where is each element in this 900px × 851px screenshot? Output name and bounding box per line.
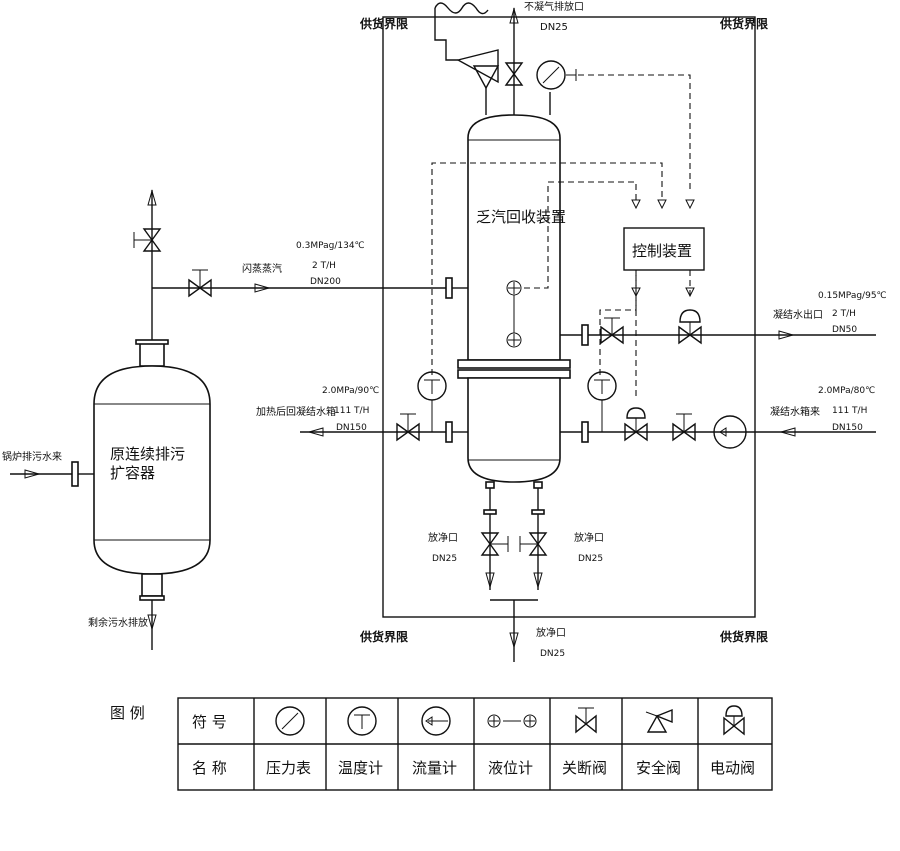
condensate-outlet-line <box>560 324 876 346</box>
drain-valve-stems <box>490 536 538 552</box>
recovery-unit-label: 乏汽回收装置 <box>476 208 566 226</box>
top-vent-line <box>485 8 551 115</box>
condensate-outlet-name: 凝结水出口 <box>773 308 823 321</box>
safety-valve-icon <box>645 708 673 733</box>
old-flash-tank <box>93 190 211 650</box>
residual-drain-label: 剩余污水排放 <box>88 616 148 629</box>
legend-name-safety: 安全阀 <box>636 759 681 777</box>
flash-steam-size: DN200 <box>310 277 341 287</box>
boundary-label-bottom-left: 供货界限 <box>359 629 408 644</box>
controller-box <box>623 227 705 271</box>
thermometer-icon <box>417 371 447 432</box>
boundary-label-top-left: 供货界限 <box>359 16 408 31</box>
hot-return-valve-stem <box>400 413 416 432</box>
condensate-inlet-name: 凝结水箱来 <box>770 405 820 418</box>
drain-left-size: DN25 <box>432 554 457 564</box>
control-signal-gauge <box>578 74 691 190</box>
old-tank-top-valve-stem <box>133 232 152 248</box>
condensate-outlet-size: DN50 <box>832 325 857 335</box>
legend-name-temperature: 温度计 <box>338 759 383 777</box>
condensate-outlet-flow: 2 T/H <box>832 309 856 319</box>
flow-meter-icon <box>713 415 747 449</box>
pressure-gauge-icon <box>275 706 305 736</box>
electric-valve-icon <box>723 705 745 736</box>
signal-arrows <box>631 199 695 298</box>
flash-steam-name: 闪蒸蒸汽 <box>242 262 282 275</box>
thermometer-icon <box>587 371 617 432</box>
hot-return-name: 加热后回凝结水箱 <box>256 405 336 418</box>
level-gauge-icon <box>487 714 537 728</box>
vent-label: 不凝气排放口 <box>524 0 584 13</box>
thermometer-icon <box>347 706 377 736</box>
drain-bottom-size: DN25 <box>540 649 565 659</box>
boundary-label-top-right: 供货界限 <box>719 16 768 31</box>
hot-return-line <box>300 421 468 443</box>
condensate-outlet-condition: 0.15MPag/95℃ <box>818 291 887 301</box>
flash-steam-valve-stem <box>192 269 208 288</box>
legend-header-name: 名 称 <box>192 759 227 777</box>
legend-name-shutoff: 关断阀 <box>562 759 607 777</box>
legend-name-pressure: 压力表 <box>266 759 311 777</box>
legend-name-electric: 电动阀 <box>710 759 755 777</box>
condensate-inlet-size: DN150 <box>832 423 863 433</box>
inlet-control-valve <box>624 407 648 441</box>
drain-right-size: DN25 <box>578 554 603 564</box>
hot-return-condition: 2.0MPa/90℃ <box>322 386 379 396</box>
old-tank-label-line1: 原连续排污 <box>110 445 185 463</box>
supply-boundary-box <box>382 16 756 618</box>
controller-label: 控制装置 <box>632 242 692 260</box>
flash-steam-line <box>152 277 468 299</box>
drain-bottom-name: 放净口 <box>536 626 566 639</box>
safety-valve-icon <box>434 2 500 90</box>
recovery-unit-vessel <box>457 114 571 483</box>
vent-size: DN25 <box>540 22 568 33</box>
drain-left-name: 放净口 <box>428 531 458 544</box>
flow-meter-icon <box>421 706 451 736</box>
boundary-label-bottom-right: 供货界限 <box>719 629 768 644</box>
shutoff-valve-icon <box>575 707 597 734</box>
condensate-outlet-valve-stem <box>604 317 620 335</box>
condensate-inlet-condition: 2.0MPa/80℃ <box>818 386 875 396</box>
level-gauge-icon <box>506 280 522 348</box>
inlet-shutoff-valve-stem <box>676 413 692 432</box>
pressure-gauge-icon <box>536 60 577 90</box>
legend-name-level: 液位计 <box>488 759 533 777</box>
legend-title: 图 例 <box>110 704 145 722</box>
flash-steam-flow: 2 T/H <box>312 261 336 271</box>
drain-lines <box>483 481 545 662</box>
boiler-blowdown-line <box>10 461 94 487</box>
drain-right-name: 放净口 <box>574 531 604 544</box>
electric-valve-icon <box>678 309 702 344</box>
condensate-inlet-line <box>560 421 876 443</box>
hot-return-flow: 111 T/H <box>334 406 369 416</box>
old-tank-label-line2: 扩容器 <box>110 464 155 482</box>
flash-steam-condition: 0.3MPag/134℃ <box>296 241 365 251</box>
legend-header-symbol: 符 号 <box>192 713 227 731</box>
legend-table <box>177 697 773 791</box>
legend-name-flow: 流量计 <box>412 759 457 777</box>
condensate-inlet-flow: 111 T/H <box>832 406 867 416</box>
hot-return-size: DN150 <box>336 423 367 433</box>
boiler-blowdown-label: 锅炉排污水来 <box>2 450 62 463</box>
